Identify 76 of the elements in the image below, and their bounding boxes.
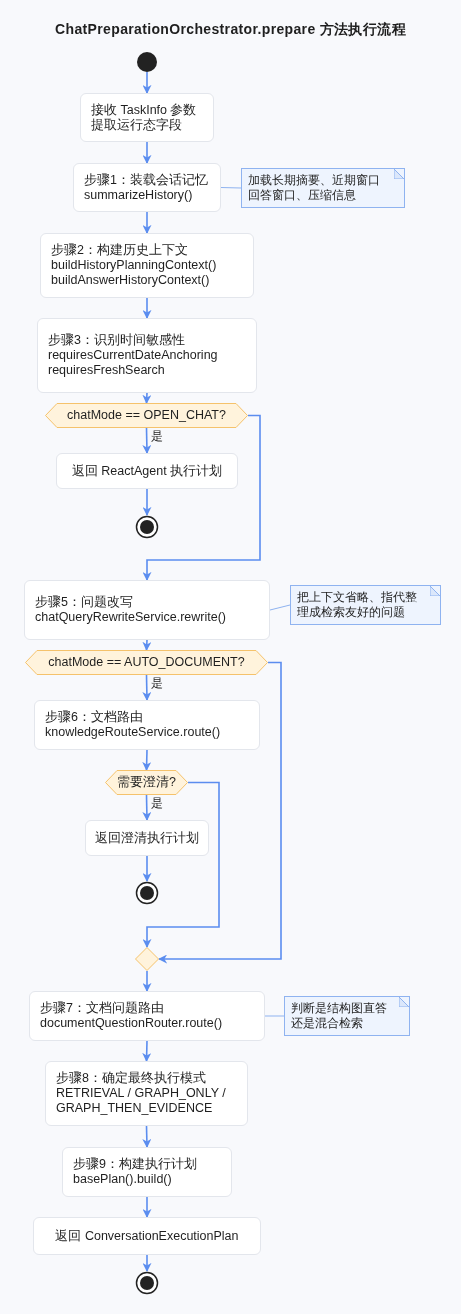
merge-diamond: [135, 947, 159, 971]
step-text: 步骤9：构建执行计划: [73, 1157, 197, 1172]
arrow: [142, 855, 152, 882]
decision-text: chatMode == OPEN_CHAT?: [67, 408, 226, 423]
decision-text: chatMode == AUTO_DOCUMENT?: [48, 655, 245, 670]
arrow: [158, 661, 282, 964]
process-box: [37, 318, 257, 393]
step-text: basePlan().build(): [73, 1172, 172, 1187]
arrow: [142, 1196, 152, 1218]
process-box: [85, 820, 209, 856]
process-box: [40, 233, 254, 298]
start-node: [137, 52, 157, 72]
step-text: 步骤7：文档问题路由: [40, 1001, 164, 1016]
step-text: 返回 ReactAgent 执行计划: [71, 463, 223, 479]
arrow: [142, 427, 152, 454]
process-box: [45, 1061, 248, 1126]
step-text: knowledgeRouteService.route(): [45, 725, 221, 740]
step-text: RETRIEVAL / GRAPH_ONLY / GRAPH_THEN_EVIDENCE: [56, 1086, 227, 1116]
arrow: [142, 1254, 152, 1272]
end-node: [135, 1271, 159, 1295]
step-text: summarizeHistory(): [84, 187, 193, 203]
arrow: [142, 794, 152, 821]
connector-line: [264, 1015, 285, 1017]
edge-label: 是: [149, 676, 164, 690]
step-text: buildHistoryPlanningContext(): [51, 258, 217, 273]
step-text: 步骤8：确定最终执行模式: [56, 1071, 206, 1086]
arrow: [142, 141, 152, 164]
process-box: [62, 1147, 232, 1197]
note-text: 把上下文省略、指代整理成检索友好的问题: [297, 590, 417, 620]
step-text: 步骤5：问题改写: [35, 595, 133, 610]
process-box: [29, 991, 265, 1041]
arrow: [142, 970, 152, 992]
step-text: 步骤3：识别时间敏感性: [48, 333, 185, 348]
edge-label: 是: [149, 429, 164, 443]
step-text: documentQuestionRouter.route(): [40, 1016, 223, 1031]
step-text: requiresCurrentDateAnchoring: [48, 348, 218, 363]
arrow: [142, 392, 152, 404]
note-box: [284, 996, 410, 1036]
process-box: [56, 453, 238, 489]
end-node: [135, 881, 159, 905]
arrow: [142, 1040, 152, 1062]
step-text: requiresFreshSearch: [48, 363, 165, 378]
decision-text: 需要澄清?: [117, 775, 176, 790]
process-box: [80, 93, 214, 142]
arrow: [142, 749, 152, 771]
arrow: [142, 781, 220, 948]
end-node: [135, 515, 159, 539]
arrow: [142, 1125, 152, 1148]
arrow: [142, 297, 152, 319]
arrow: [142, 488, 152, 516]
step-text: 提取运行态字段: [91, 117, 182, 133]
process-box: [34, 700, 260, 750]
step-text: 接收 TaskInfo 参数: [91, 102, 197, 118]
step-text: chatQueryRewriteService.rewrite(): [35, 610, 227, 625]
arrow: [142, 71, 152, 94]
connector-line: [220, 187, 242, 189]
edge-label: 是: [149, 796, 164, 810]
diagram-title: ChatPreparationOrchestrator.prepare 方法执行流程: [54, 20, 407, 39]
step-text: buildAnswerHistoryContext(): [51, 273, 210, 288]
process-box: [73, 163, 221, 212]
connector-line: [269, 604, 291, 611]
step-text: 返回澄清执行计划: [95, 830, 199, 846]
step-text: 步骤2：构建历史上下文: [51, 243, 188, 258]
arrow: [142, 639, 152, 651]
process-box: [24, 580, 270, 640]
process-box: [33, 1217, 261, 1255]
arrow: [142, 414, 261, 581]
arrow: [142, 674, 152, 701]
step-text: 步骤6：文档路由: [45, 710, 143, 725]
step-text: 返回 ConversationExecutionPlan: [55, 1228, 239, 1244]
arrow: [142, 211, 152, 234]
note-box: [290, 585, 441, 625]
note-text: 判断是结构图直答还是混合检索: [291, 1001, 387, 1031]
note-text: 加载长期摘要、近期窗口回答窗口、压缩信息: [248, 173, 380, 203]
step-text: 步骤1：装载会话记忆: [84, 172, 208, 188]
note-box: [241, 168, 405, 208]
